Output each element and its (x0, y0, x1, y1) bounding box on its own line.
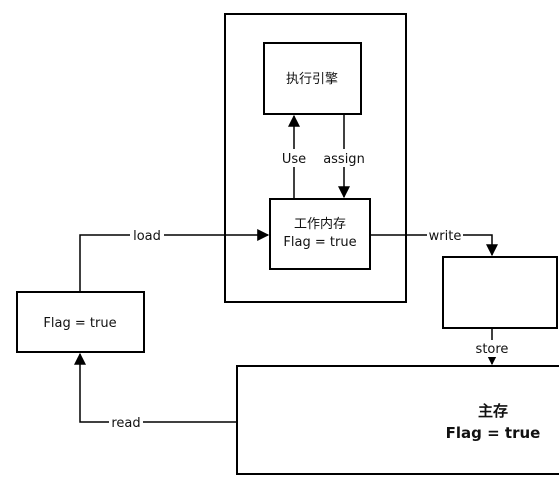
working-memory-box (269, 198, 371, 270)
working-memory-value: Flag = true (283, 235, 356, 250)
load-arrow (79, 229, 270, 291)
main-memory-box (236, 365, 559, 475)
store-label: store (476, 342, 509, 357)
working-memory-title: 工作内存 (294, 216, 346, 232)
main-memory-value: Flag = true (446, 424, 541, 442)
load-label: load (133, 229, 161, 244)
execution-engine-label: 执行引擎 (286, 72, 338, 87)
main-memory-title: 主存 (478, 402, 508, 420)
execution-engine-box (263, 42, 362, 115)
write-arrow (371, 234, 498, 257)
buffer-box (442, 256, 558, 329)
use-label: Use (282, 152, 306, 167)
thread-var-box (16, 291, 145, 353)
read-arrow (74, 352, 236, 423)
thread-var-label: Flag = true (43, 316, 116, 331)
read-label: read (111, 416, 140, 431)
write-label: write (429, 229, 462, 244)
assign-label: assign (323, 152, 365, 167)
